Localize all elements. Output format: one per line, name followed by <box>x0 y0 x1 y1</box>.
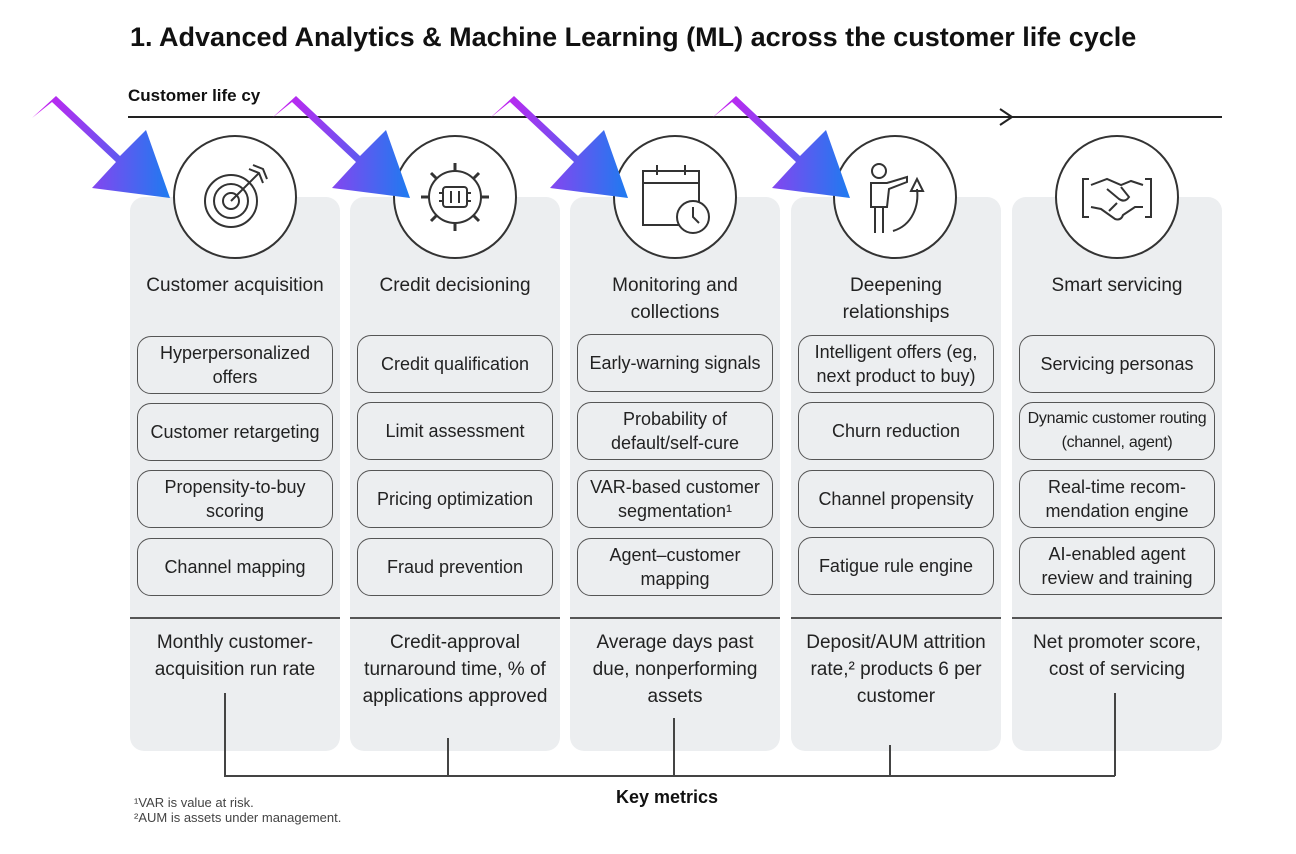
capability-pill: Intelligent offers (eg, next product to … <box>798 335 994 393</box>
key-metrics-label: Key metrics <box>616 787 719 807</box>
column-title: Monitoring and collections <box>612 275 738 323</box>
lifecycle-arrowhead-icon <box>999 108 1014 126</box>
capability-pill: Servicing personas <box>1019 335 1215 393</box>
column-title: Deepening relationships <box>842 275 950 323</box>
column-smart-servicing: Smart servicing Servicing personas Dynam… <box>1012 197 1222 751</box>
lifecycle-label: Customer life cy <box>128 86 261 105</box>
calendar-clock-icon <box>613 135 737 259</box>
key-metric-text: Credit-approval turnaround time, % of ap… <box>362 632 548 707</box>
column-title: Customer acquisition <box>146 275 324 296</box>
column-credit-decisioning: Credit decisioning Credit qualification … <box>350 197 560 751</box>
column-customer-acquisition: Customer acquisition Hyperpersonalized o… <box>130 197 340 751</box>
bracket-connector <box>889 745 891 776</box>
capability-pill: Customer retargeting <box>137 403 333 461</box>
capability-pill: Channel mapping <box>137 538 333 596</box>
capability-pill: Early-warning signals <box>577 334 773 392</box>
key-metric-text: Monthly customer-acquisition run rate <box>154 632 316 680</box>
highlight-arrow-icon <box>32 96 170 198</box>
footnote: ²AUM is assets under management. <box>134 810 342 825</box>
capability-pill: Pricing optimization <box>357 470 553 528</box>
column-divider <box>350 617 560 619</box>
column-divider <box>791 617 1001 619</box>
capability-pill: VAR-based customer segmentation¹ <box>577 470 773 528</box>
column-divider <box>1012 617 1222 619</box>
capability-pill: Agent–customer mapping <box>577 538 773 596</box>
capability-pill: Channel propensity <box>798 470 994 528</box>
bracket-connector <box>673 718 675 776</box>
capability-pill: Fatigue rule engine <box>798 537 994 595</box>
highlight-arrow-icon <box>712 96 850 198</box>
key-metric-text: Net promoter score, cost of servicing <box>1033 632 1201 680</box>
capability-pill: AI-enabled agent review and training <box>1019 537 1215 595</box>
bracket-connector <box>447 738 449 776</box>
column-title: Smart servicing <box>1051 275 1183 296</box>
handshake-icon <box>1055 135 1179 259</box>
capability-pill: Hyperpersonalized offers <box>137 336 333 394</box>
column-divider <box>570 617 780 619</box>
column-monitoring-and-collections: Monitoring and collections Early-warning… <box>570 197 780 751</box>
key-metrics-bracket <box>224 775 1115 777</box>
gear-chip-icon <box>393 135 517 259</box>
highlight-arrow-icon <box>490 96 628 198</box>
bracket-connector <box>224 693 226 776</box>
capability-pill: Real-time recom-mendation engine <box>1019 470 1215 528</box>
person-pointing-icon <box>833 135 957 259</box>
capability-pill: Churn reduction <box>798 402 994 460</box>
highlight-arrow-icon <box>272 96 410 198</box>
capability-pill: Fraud prevention <box>357 538 553 596</box>
page-title: 1. Advanced Analytics & Machine Learning… <box>130 22 1137 52</box>
column-divider <box>130 617 340 619</box>
capability-pill: Probability of default/self-cure <box>577 402 773 460</box>
key-metric-text: Deposit/AUM attrition rate,² products 6 … <box>806 632 986 707</box>
footnote: ¹VAR is value at risk. <box>134 795 254 810</box>
target-icon <box>173 135 297 259</box>
capability-pill: Credit qualification <box>357 335 553 393</box>
lifecycle-line <box>128 116 1222 118</box>
capability-pill: Limit assessment <box>357 402 553 460</box>
key-metric-text: Average days past due, nonperforming ass… <box>592 632 758 707</box>
bracket-connector <box>1114 693 1116 776</box>
capability-pill: Dynamic customer routing (channel, agent… <box>1019 402 1215 460</box>
column-title: Credit decisioning <box>379 275 531 296</box>
capability-pill: Propensity-to-buy scoring <box>137 470 333 528</box>
column-deepening-relationships: Deepening relationships Intelligent offe… <box>791 197 1001 751</box>
